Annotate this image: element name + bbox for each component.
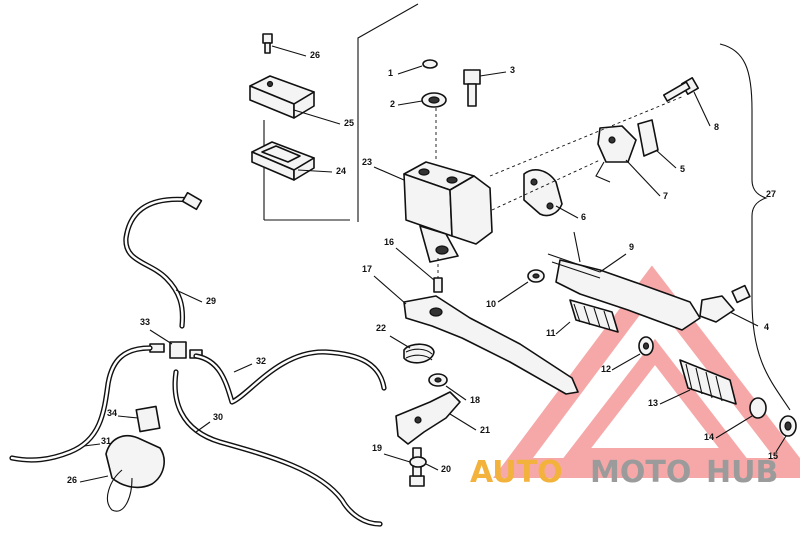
- callout-c15: 15: [768, 451, 778, 461]
- watermark-auto: AUTO: [470, 455, 563, 490]
- callout-c30: 30: [213, 412, 223, 422]
- callout-c29: 29: [206, 296, 216, 306]
- washer-10: [497, 269, 545, 303]
- master-cylinder-23: [373, 108, 493, 263]
- watermark-text: AUTO MOTO HUB: [470, 455, 778, 490]
- diaphragm-24: [251, 141, 333, 181]
- spring-22: [389, 335, 435, 364]
- clamp-26: [79, 434, 165, 512]
- watermark-hub: HUB: [706, 455, 778, 490]
- bolt-8: [662, 77, 711, 127]
- fitting-33: [149, 329, 203, 359]
- fitting-4: [699, 284, 759, 327]
- reservoir-cover-25: [249, 75, 341, 125]
- callout-c22: 22: [376, 323, 386, 333]
- callout-c32: 32: [256, 356, 266, 366]
- callout-c8: 8: [714, 122, 719, 132]
- callout-c19: 19: [372, 443, 382, 453]
- callout-c26b: 26: [67, 475, 77, 485]
- callout-c12: 12: [601, 364, 611, 374]
- callout-c14: 14: [704, 432, 714, 442]
- callout-c26a: 26: [310, 50, 320, 60]
- washer-12: [611, 336, 654, 371]
- callout-c7: 7: [663, 191, 668, 201]
- callout-c11: 11: [546, 328, 556, 338]
- callout-c17: 17: [362, 264, 372, 274]
- callout-c2: 2: [390, 99, 395, 109]
- washer-14: [715, 397, 767, 439]
- callout-c4: 4: [764, 322, 769, 332]
- bolt-3: [463, 69, 507, 107]
- axis-line-mid: [491, 159, 601, 211]
- callout-c31: 31: [101, 436, 111, 446]
- watermark-triangle: [493, 265, 800, 478]
- callout-c13: 13: [648, 398, 658, 408]
- switch-7: [595, 125, 661, 197]
- washer-20: [409, 456, 439, 471]
- hose-32: [193, 349, 387, 405]
- bracket-6: [523, 169, 579, 219]
- spring-11: [555, 299, 619, 335]
- callout-c9: 9: [629, 242, 634, 252]
- plate-5: [637, 119, 677, 169]
- nut-18: [428, 373, 467, 401]
- lever-17: [373, 275, 579, 395]
- hose-30: [172, 369, 383, 527]
- group-brace: [719, 43, 791, 411]
- clip-34: [117, 405, 161, 433]
- piston-assembly-9: [547, 231, 701, 331]
- seal-2: [397, 92, 447, 108]
- callout-c3: 3: [510, 65, 515, 75]
- watermark-moto: MOTO: [590, 455, 691, 490]
- bracket-21: [395, 391, 477, 445]
- callout-c10: 10: [486, 299, 496, 309]
- callout-c18: 18: [470, 395, 480, 405]
- callout-c25: 25: [344, 118, 354, 128]
- callout-c5: 5: [680, 164, 685, 174]
- callout-c27: 27: [766, 189, 776, 199]
- spring-13: [659, 359, 737, 405]
- callout-c33: 33: [140, 317, 150, 327]
- callout-c1: 1: [388, 68, 393, 78]
- callout-c34: 34: [107, 408, 117, 418]
- callout-c6: 6: [581, 212, 586, 222]
- clip-1: [397, 59, 438, 75]
- callout-c21: 21: [480, 425, 490, 435]
- callout-c20: 20: [441, 464, 451, 474]
- axis-line-upper: [489, 95, 685, 177]
- hose-31: [9, 345, 153, 463]
- screw-26: [262, 33, 307, 57]
- washer-15: [775, 415, 797, 453]
- hose-29: [123, 191, 203, 329]
- reservoir-bracket: [263, 3, 419, 222]
- callout-c23: 23: [362, 157, 372, 167]
- callout-c24: 24: [336, 166, 346, 176]
- callout-c16: 16: [384, 237, 394, 247]
- pivot-16: [395, 247, 443, 293]
